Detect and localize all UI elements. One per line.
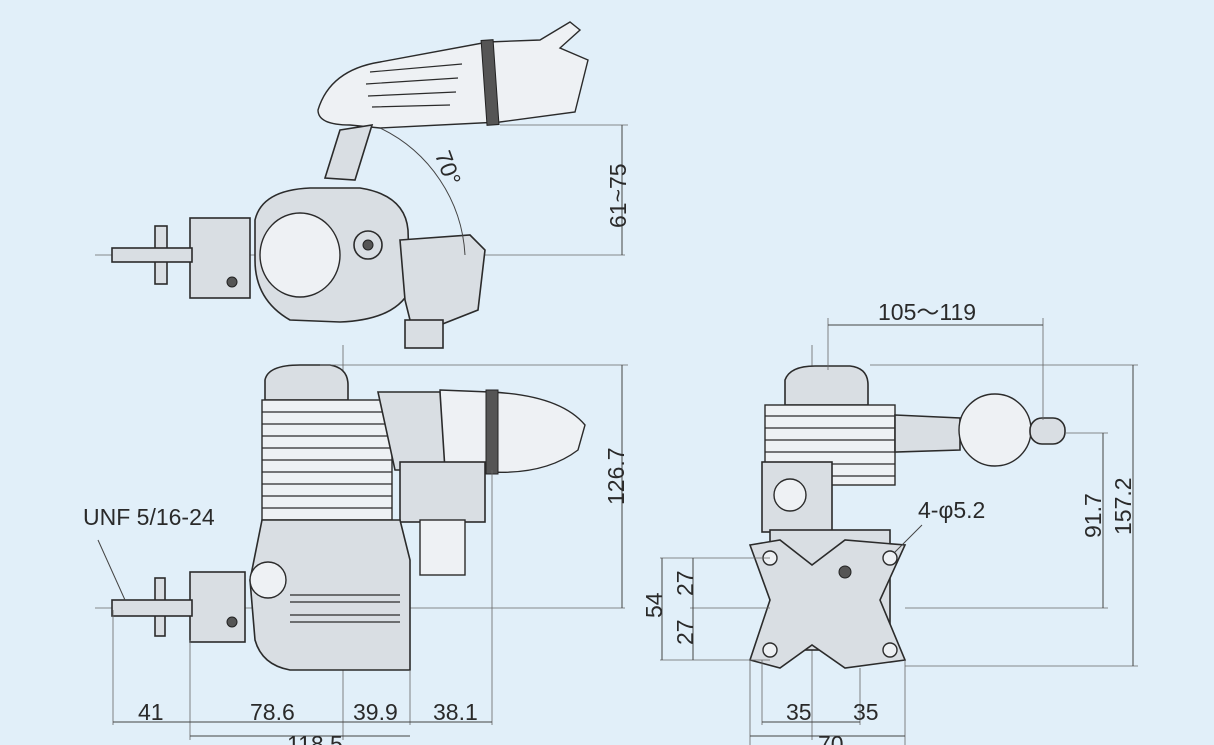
dim-39-9: 39.9 xyxy=(353,699,398,725)
top-height-label: 61~75 xyxy=(605,163,631,228)
side-height-label: 126.7 xyxy=(603,447,629,505)
dim-35-left: 35 xyxy=(786,699,812,725)
top-height-dimension: 61~75 xyxy=(500,124,631,255)
front-view-engine xyxy=(748,345,1066,740)
side-bottom-dimensions: 41 78.6 39.9 38.1 118.5 xyxy=(112,470,493,745)
mount-holes-callout: 4-φ5.2 xyxy=(894,497,985,553)
front-height-dimensions: 91.7 157.2 xyxy=(870,364,1138,667)
thread-label: UNF 5/16-24 xyxy=(83,504,215,530)
mount-half-upper-label: 27 xyxy=(672,570,698,596)
mount-height-label: 54 xyxy=(641,592,667,618)
top-view-engine xyxy=(95,21,625,349)
side-height-dimension: 126.7 xyxy=(320,364,629,608)
dim-118-5: 118.5 xyxy=(287,731,343,745)
front-bottom-dimensions: 35 35 70 xyxy=(749,660,906,745)
dim-38-1: 38.1 xyxy=(433,699,478,725)
side-view-engine xyxy=(95,345,625,740)
shaft-height-label: 91.7 xyxy=(1080,493,1106,538)
mount-height-dimensions: 54 27 27 xyxy=(641,557,770,661)
mount-half-lower-label: 27 xyxy=(672,619,698,645)
thread-callout: UNF 5/16-24 xyxy=(83,504,215,601)
front-width-dimension: 105～119 xyxy=(827,299,1044,420)
dim-41: 41 xyxy=(138,699,164,725)
angle-label: 70° xyxy=(430,147,466,189)
dim-70: 70 xyxy=(818,731,844,745)
dim-78-6: 78.6 xyxy=(250,699,295,725)
mount-holes-label: 4-φ5.2 xyxy=(918,497,985,523)
dim-35-right: 35 xyxy=(853,699,879,725)
total-height-label: 157.2 xyxy=(1110,477,1136,535)
front-width-label: 105～119 xyxy=(878,299,976,325)
